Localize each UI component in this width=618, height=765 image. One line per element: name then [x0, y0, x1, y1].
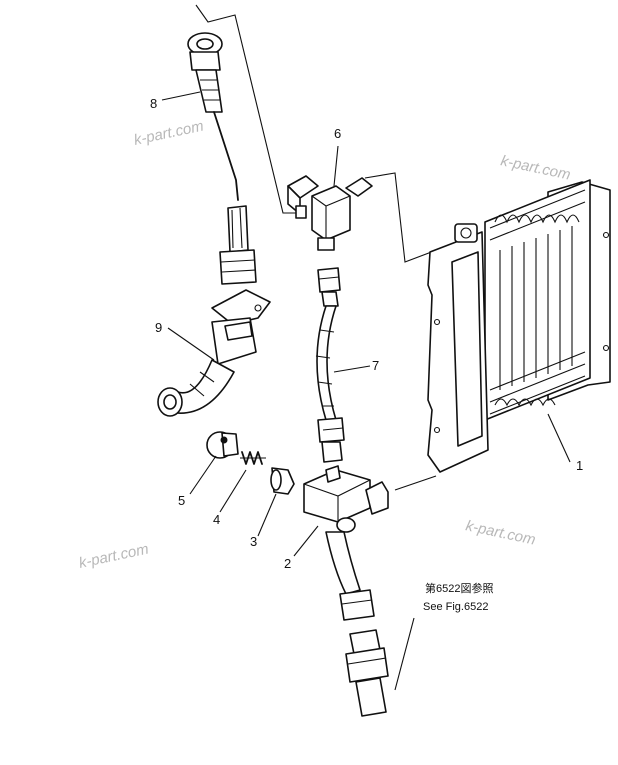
callout-3: 3 [250, 534, 257, 549]
callout-7: 7 [372, 358, 379, 373]
watermark-3: k-part.com [77, 541, 150, 572]
hose-upper [187, 32, 257, 285]
valve-part-3 [270, 467, 295, 495]
hose-middle [315, 267, 345, 463]
tee-fitting-lower [303, 465, 389, 621]
spring-part-4 [240, 451, 266, 465]
plug-part-5 [206, 431, 239, 459]
callout-2: 2 [284, 556, 291, 571]
watermark-1: k-part.com [132, 118, 205, 149]
break-line [195, 4, 443, 263]
tee-fitting-upper [287, 175, 373, 251]
callout-9: 9 [155, 320, 162, 335]
reference-note-en: See Fig.6522 [423, 601, 488, 613]
watermark-2: k-part.com [499, 152, 572, 183]
leader-lines [161, 91, 571, 691]
watermark-4: k-part.com [464, 517, 537, 548]
lower-hose-end [345, 629, 389, 717]
oil-cooler [427, 179, 611, 473]
callout-1: 1 [576, 458, 583, 473]
callout-6: 6 [334, 126, 341, 141]
callout-4: 4 [213, 512, 220, 527]
reference-note-jp: 第6522図参照 [425, 581, 493, 595]
elbow-hose [157, 289, 271, 417]
callout-5: 5 [178, 493, 185, 508]
callout-8: 8 [150, 96, 157, 111]
